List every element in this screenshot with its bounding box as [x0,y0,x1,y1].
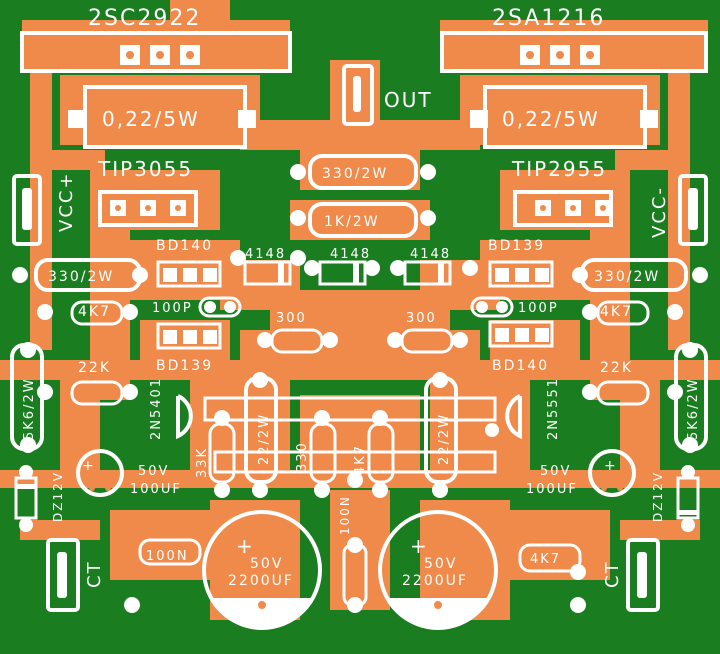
silkscreen-outlines [10,31,708,630]
label-100n-left: 100N [146,549,189,564]
silkscreen-text: 2SC2922 2SA1216 OUT 0,22/5W 0,22/5W TIP3… [22,6,701,589]
label-50v-left: 50V [138,464,169,479]
drill-holes [89,51,623,609]
label-33k: 33K [195,447,210,478]
label-4k7-bottom: 4K7 [530,552,561,567]
label-100p-right: 100P [518,301,559,316]
label-22k-left: 22K [78,360,111,376]
label-100uf-left-plus: + [82,458,96,474]
label-300-right: 300 [406,311,437,326]
label-cap-big-left-plus: + [236,534,255,558]
label-ct-left: CT [84,560,105,588]
label-diode-4148-b: 4148 [330,247,371,262]
label-5k6-2w-right: 5K6/2W [686,377,701,440]
label-bd140-bottom: BD140 [492,358,549,374]
label-100p-left: 100P [152,301,193,316]
label-2sa1216: 2SA1216 [492,6,605,31]
label-emitter-resistor-left: 0,22/5W [102,107,200,131]
label-cap-big-right-capacitance: 2200UF [402,573,468,589]
label-tip2955: TIP2955 [511,157,607,181]
label-dz12v-left: DZ12V [51,471,65,522]
label-cap-big-left-capacitance: 2200UF [228,573,294,589]
label-4k7-small: 4K7 [353,444,368,475]
label-2n5551: 2N5551 [546,377,561,440]
label-100n-vertical: 100N [338,495,352,535]
label-22k-right: 22K [600,360,633,376]
label-330-2w-right: 330/2W [594,269,660,285]
label-5k6-2w-left: 5K6/2W [22,377,37,440]
label-4k7-right: 4K7 [600,304,633,320]
label-vcc-plus: VCC+ [56,171,77,232]
label-bd139-bottom: BD139 [156,358,213,374]
label-diode-4148-a: 4148 [245,247,286,262]
label-tip3055: TIP3055 [97,157,193,181]
label-330-2w-left: 330/2W [48,269,114,285]
label-330-2w-center: 330/2W [322,166,388,182]
label-dz12v-right: DZ12V [651,471,665,522]
label-100uf-right-plus: + [604,458,618,474]
label-ct-right: CT [602,560,623,588]
label-diode-4148-c: 4148 [410,247,451,262]
label-cap-big-right-voltage: 50V [424,556,457,572]
label-50v-right: 50V [540,464,571,479]
label-330-small: 330 [295,441,310,472]
label-300-left: 300 [276,311,307,326]
label-cap-big-right-plus: + [410,534,429,558]
label-4k7-left: 4K7 [78,304,111,320]
label-bd139-top: BD139 [488,238,545,254]
label-22-2w-right: 22/2W [437,413,452,465]
label-100uf-left: 100UF [130,482,182,497]
label-2n5401: 2N5401 [149,377,164,440]
label-100uf-right: 100UF [526,482,578,497]
label-cap-big-left-voltage: 50V [250,556,283,572]
label-1k-2w: 1K/2W [324,214,380,230]
label-out: OUT [384,88,433,112]
label-emitter-resistor-right: 0,22/5W [502,107,600,131]
label-bd140-top: BD140 [156,238,213,254]
label-vcc-minus: VCC- [649,186,670,238]
label-2sc2922: 2SC2922 [88,6,201,31]
label-22-2w-left: 22/2W [257,413,272,465]
